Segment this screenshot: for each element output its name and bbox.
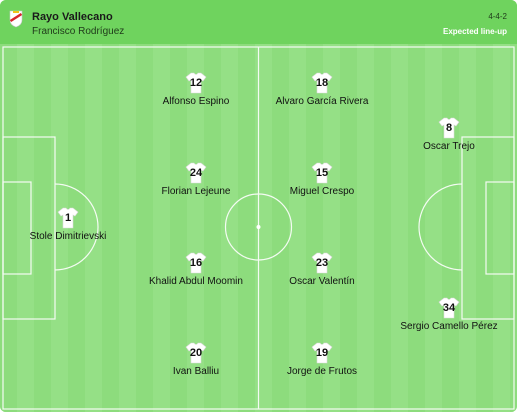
team-name[interactable]: Rayo Vallecano — [32, 11, 113, 23]
player-name: Oscar Trejo — [423, 141, 475, 152]
player-name: Miguel Crespo — [289, 186, 355, 197]
jersey-icon: 12 — [185, 72, 207, 94]
jersey-number: 1 — [64, 212, 72, 224]
player-lm[interactable]: 18 Alvaro García Rivera — [267, 72, 377, 112]
player-gk[interactable]: 1 Stole Dimitrievski — [13, 207, 123, 247]
jersey-number: 34 — [442, 302, 456, 314]
player-name: Sergio Camello Pérez — [400, 321, 498, 332]
player-lcb[interactable]: 24 Florian Lejeune — [141, 162, 251, 202]
player-rcb[interactable]: 16 Khalid Abdul Moomin — [141, 252, 251, 292]
player-lb[interactable]: 12 Alfonso Espino — [141, 72, 251, 112]
player-name: Stole Dimitrievski — [29, 231, 107, 242]
jersey-number: 20 — [189, 347, 203, 359]
player-rm[interactable]: 19 Jorge de Frutos — [267, 342, 377, 382]
player-st-right[interactable]: 34 Sergio Camello Pérez — [394, 297, 504, 337]
player-name: Khalid Abdul Moomin — [149, 276, 243, 287]
jersey-icon: 20 — [185, 342, 207, 364]
player-lcm[interactable]: 15 Miguel Crespo — [267, 162, 377, 202]
player-name: Ivan Balliu — [172, 366, 220, 377]
pitch: 1 Stole Dimitrievski 12 Alfonso Espino 1… — [0, 44, 517, 412]
jersey-icon: 23 — [311, 252, 333, 274]
player-name: Florian Lejeune — [161, 186, 231, 197]
coach-name[interactable]: Francisco Rodríguez — [32, 26, 125, 37]
formation-label: 4-4-2 — [488, 12, 507, 21]
player-name: Alfonso Espino — [162, 96, 230, 107]
jersey-number: 16 — [189, 257, 203, 269]
jersey-number: 15 — [315, 167, 329, 179]
lineup-type-label: Expected line-up — [442, 27, 507, 36]
jersey-icon: 24 — [185, 162, 207, 184]
player-rb[interactable]: 20 Ivan Balliu — [141, 342, 251, 382]
player-name: Alvaro García Rivera — [275, 96, 369, 107]
jersey-icon: 16 — [185, 252, 207, 274]
jersey-icon: 34 — [438, 297, 460, 319]
jersey-number: 12 — [189, 77, 203, 89]
team-header: Rayo Vallecano Francisco Rodríguez 4-4-2… — [0, 0, 517, 44]
jersey-number: 23 — [315, 257, 329, 269]
player-rcm[interactable]: 23 Oscar Valentín — [267, 252, 377, 292]
pitch-markings — [2, 46, 515, 410]
jersey-icon: 15 — [311, 162, 333, 184]
jersey-icon: 18 — [311, 72, 333, 94]
jersey-icon: 8 — [438, 117, 460, 139]
jersey-number: 24 — [189, 167, 203, 179]
jersey-number: 19 — [315, 347, 329, 359]
jersey-icon: 19 — [311, 342, 333, 364]
player-name: Oscar Valentín — [289, 276, 355, 287]
jersey-number: 18 — [315, 77, 329, 89]
player-st-left[interactable]: 8 Oscar Trejo — [394, 117, 504, 157]
player-name: Jorge de Frutos — [286, 366, 358, 377]
jersey-icon: 1 — [57, 207, 79, 229]
rayo-vallecano-crest-icon — [9, 10, 23, 28]
jersey-number: 8 — [445, 122, 453, 134]
